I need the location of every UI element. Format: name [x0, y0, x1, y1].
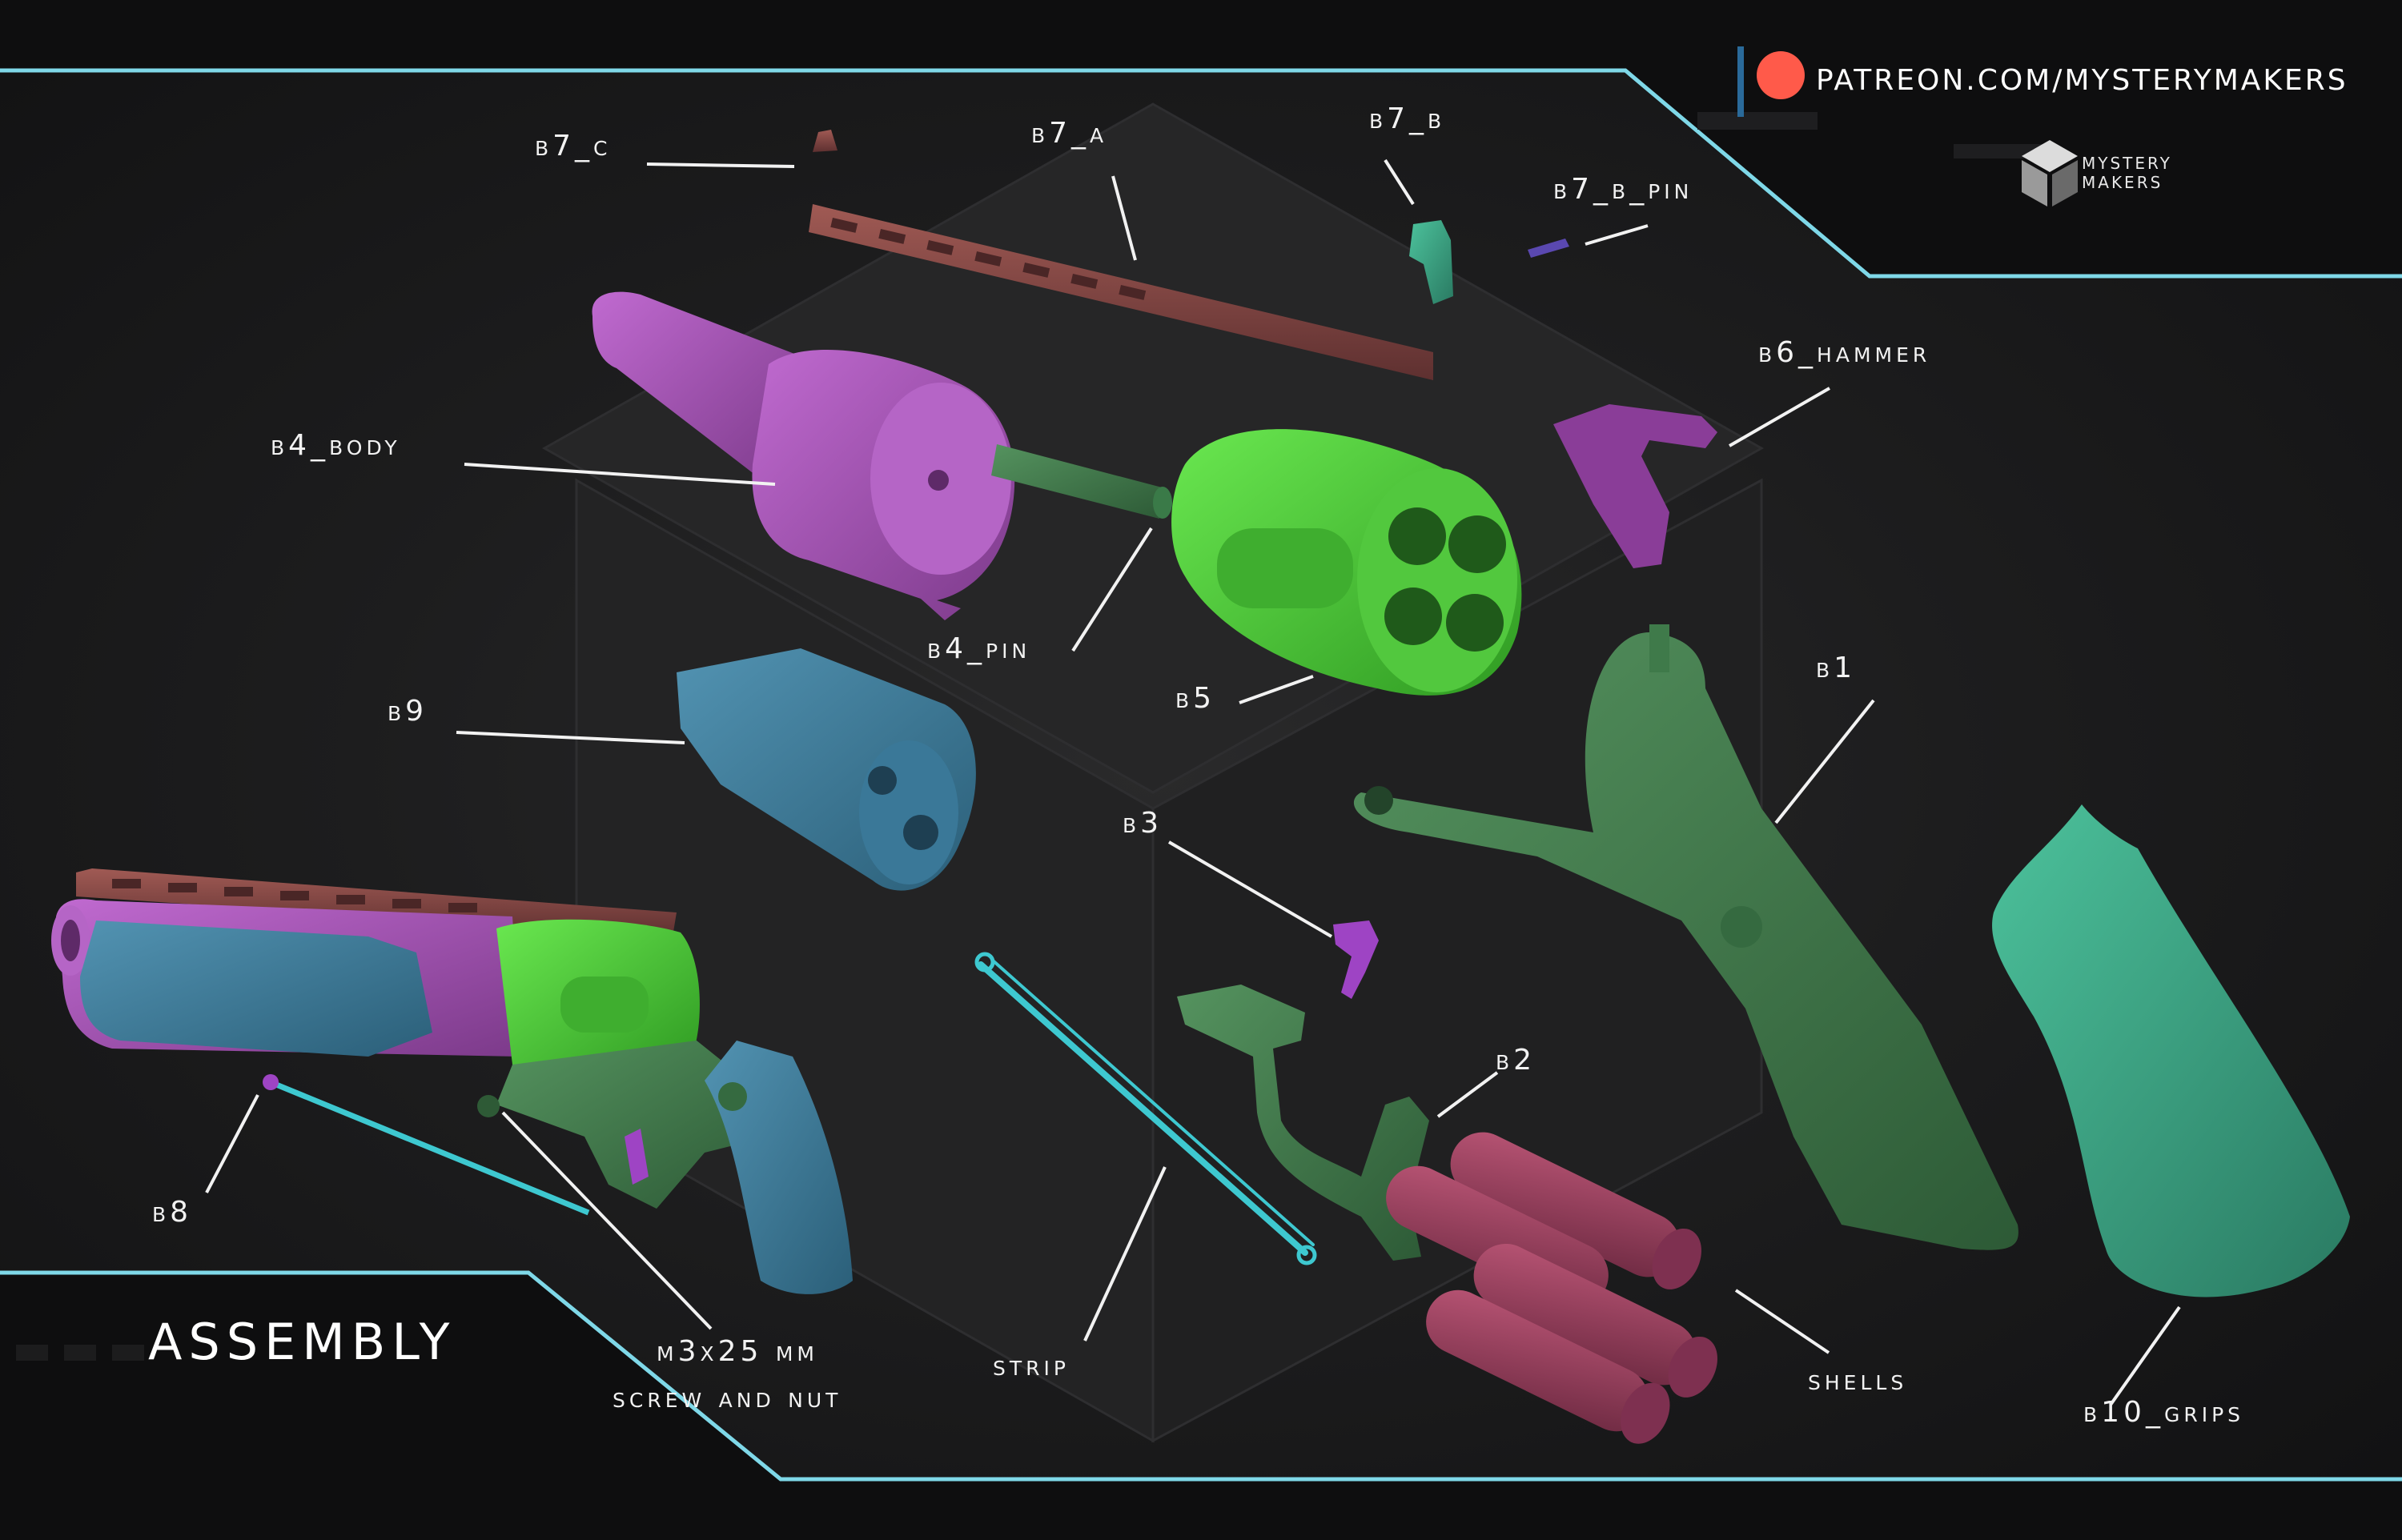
part-b9 [677, 648, 976, 891]
label-shells: SHELLS [1808, 1364, 1908, 1397]
part-b6-hammer [1553, 404, 1717, 568]
part-b10-grips [1992, 804, 2350, 1297]
part-b2 [1177, 985, 1429, 1261]
header-accent-bar [1737, 46, 1744, 117]
page-title: ASSEMBLY [148, 1313, 456, 1371]
label-b7-c: B7_C [535, 130, 612, 162]
label-b3: B3 [1123, 807, 1163, 840]
part-b4-body [592, 291, 1015, 620]
label-b9: B9 [388, 695, 428, 728]
assembled-gun [51, 868, 853, 1294]
label-b7-b: B7_B [1369, 102, 1446, 135]
label-b5: B5 [1175, 682, 1216, 715]
label-b7-a: B7_A [1031, 117, 1108, 150]
patreon-icon [1757, 51, 1805, 99]
mystery-makers-logo-icon [2022, 140, 2078, 207]
label-b1: B1 [1816, 652, 1857, 684]
part-b7-b [1409, 220, 1453, 304]
part-b5 [1171, 429, 1522, 696]
label-screw-line2: SCREW AND NUT [613, 1382, 842, 1414]
part-b4-pin [991, 444, 1172, 519]
label-b4-body: B4_BODY [271, 429, 401, 462]
part-strip [974, 952, 1317, 1265]
part-b7-b-pin [1528, 239, 1569, 258]
patreon-link[interactable]: PATREON.COM/MYSTERYMAKERS [1816, 64, 2348, 97]
brand-name-line1: MYSTERY [2082, 154, 2172, 173]
brand-name-line2: MAKERS [2082, 173, 2163, 192]
part-b1 [1353, 624, 2018, 1250]
label-b8: B8 [152, 1196, 193, 1229]
part-b7-a [809, 204, 1433, 380]
label-b4-pin: B4_PIN [927, 632, 1031, 665]
label-b2: B2 [1496, 1044, 1536, 1077]
label-b6-hammer: B6_HAMMER [1758, 336, 1931, 369]
leader-lines [205, 158, 2181, 1406]
label-b10-grips: B10_GRIPS [2083, 1396, 2245, 1429]
part-shells [1386, 1132, 1717, 1444]
part-b3 [1333, 920, 1379, 999]
label-strip: STRIP [993, 1350, 1070, 1382]
label-screw-line1: M3x25 MM [657, 1335, 818, 1368]
label-b7-b-pin: B7_B_PIN [1553, 173, 1693, 206]
part-b7-c [813, 130, 837, 152]
